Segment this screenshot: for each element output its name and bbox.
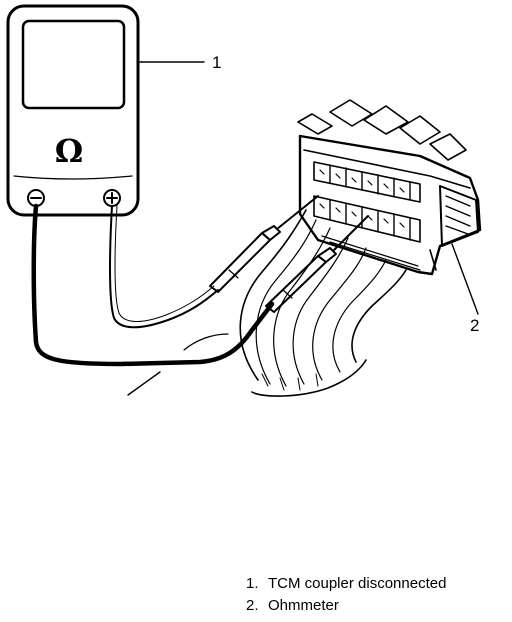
tcm-coupler xyxy=(297,99,482,276)
legend-item-2-number: 2. xyxy=(246,597,259,614)
positive-terminal xyxy=(103,189,121,207)
legend-item-1-text: TCM coupler disconnected xyxy=(268,575,447,592)
negative-terminal xyxy=(27,189,45,207)
negative-test-lead xyxy=(31,203,275,367)
positive-test-lead-inner xyxy=(114,205,215,322)
wire-harness xyxy=(183,209,407,397)
ohm-symbol: Ω xyxy=(55,132,83,170)
legend-item-2: 2. Ohmmeter xyxy=(246,595,446,617)
probe-positive xyxy=(209,195,319,293)
legend-item-1-number: 1. xyxy=(246,575,259,592)
callout-1-label: 1 xyxy=(212,53,221,72)
positive-test-lead xyxy=(109,205,219,329)
callout-2-label: 2 xyxy=(470,316,479,335)
lead-leader-line xyxy=(127,371,161,396)
probe-negative xyxy=(265,215,369,313)
legend-item-1: 1. TCM coupler disconnected xyxy=(246,573,446,595)
callout-2-leader xyxy=(451,243,479,315)
ohmmeter-display xyxy=(21,19,126,110)
ohmmeter: Ω xyxy=(6,4,140,217)
legend-item-2-text: Ohmmeter xyxy=(268,597,339,614)
ohmmeter-body xyxy=(6,4,140,217)
ohmmeter-panel-edge xyxy=(13,175,133,180)
legend: 1. TCM coupler disconnected 2. Ohmmeter xyxy=(246,573,446,617)
